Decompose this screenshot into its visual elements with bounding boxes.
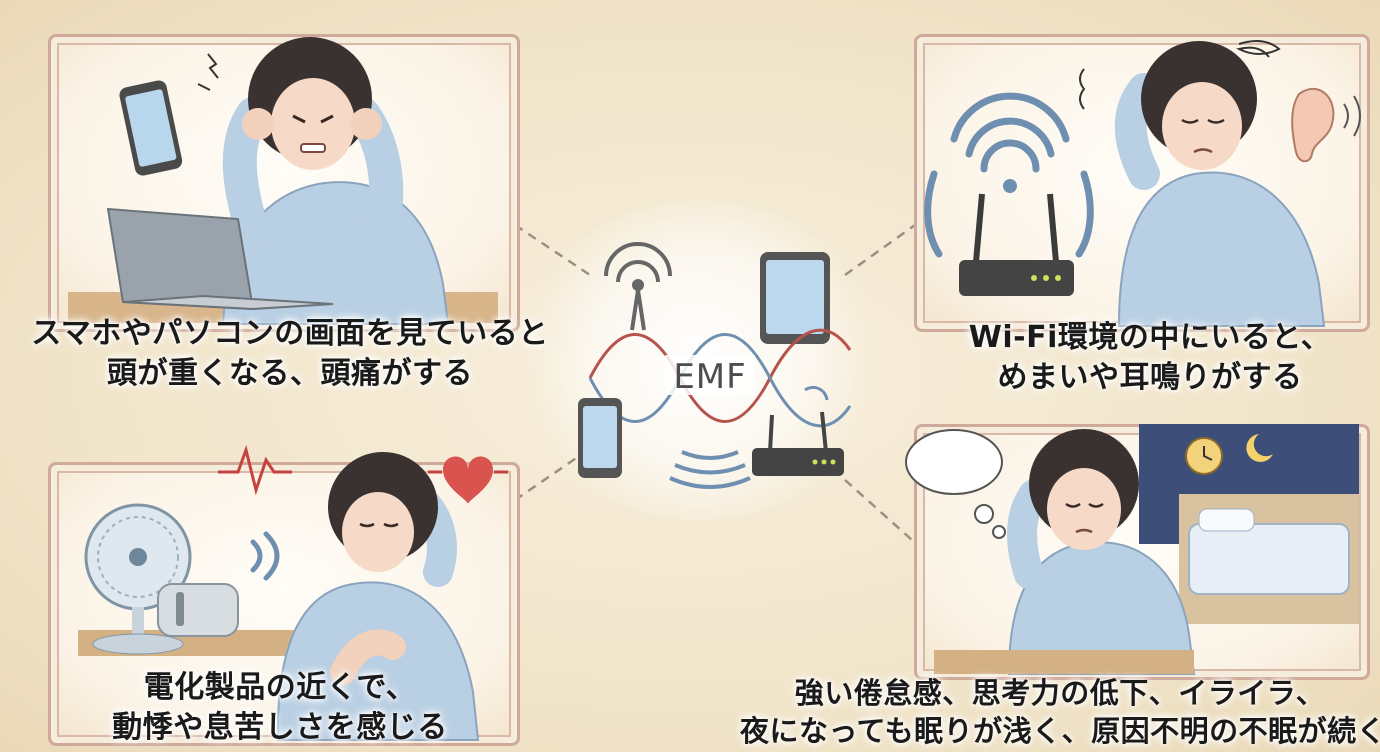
sweater xyxy=(1117,171,1326,327)
caption-bottom-right-line1: 強い倦怠感、思考力の低下、イライラ、 xyxy=(794,676,1326,710)
electric-fan-icon xyxy=(84,503,192,655)
face xyxy=(1162,82,1242,170)
dizzy-swirl-icon xyxy=(1236,39,1281,58)
tablet-icon xyxy=(760,252,830,344)
wave-red xyxy=(588,328,852,423)
router-icon xyxy=(959,193,1074,296)
sweater xyxy=(276,581,480,741)
toaster-icon xyxy=(157,583,239,637)
smartphone-icon xyxy=(578,398,622,478)
panel-bottom-left-illustration xyxy=(78,444,508,741)
antenna-tower-icon xyxy=(604,242,672,331)
caption-top-right: Wi-Fi環境の中にいると、 めまいや耳鳴りがする xyxy=(950,318,1350,398)
heart-icon xyxy=(428,456,508,504)
signal-waves-icon xyxy=(669,450,751,489)
caption-bottom-left-line2: 動悸や息苦しさを感じる xyxy=(112,710,448,745)
thought-bubble-icon xyxy=(905,429,1006,539)
ear-icon xyxy=(1291,87,1361,163)
face xyxy=(1047,468,1121,550)
wifi-waves-icon xyxy=(924,92,1094,258)
caption-bottom-right-line2: 夜になっても眠りが浅く、原因不明の不眠が続く xyxy=(740,714,1380,748)
panel-bottom-right-illustration xyxy=(905,424,1359,675)
caption-bottom-right: 強い倦怠感、思考力の低下、イライラ、 夜になっても眠りが浅く、原因不明の不眠が続… xyxy=(740,674,1380,750)
caption-top-left: スマホやパソコンの画面を見ていると 頭が重くなる、頭痛がする xyxy=(10,314,570,394)
smartphone-icon xyxy=(119,80,183,176)
caption-bottom-left-line1: 電化製品の近くで、 xyxy=(143,670,417,705)
wave-blue xyxy=(588,333,852,428)
caption-top-left-line1: スマホやパソコンの画面を見ていると xyxy=(31,316,549,351)
alarm-clock-icon xyxy=(1185,437,1223,475)
connector-top-right xyxy=(844,223,916,277)
emf-center-illustration: EMF xyxy=(578,242,852,489)
face xyxy=(342,492,414,572)
moon-icon xyxy=(1246,434,1273,462)
panel-top-right-illustration xyxy=(924,39,1361,327)
caption-top-left-line2: 頭が重くなる、頭痛がする xyxy=(107,356,473,391)
face xyxy=(271,78,355,170)
router-icon xyxy=(752,385,844,476)
heartbeat-line-icon xyxy=(218,444,292,496)
panel-top-left-illustration xyxy=(68,37,498,325)
emf-label: EMF xyxy=(673,357,746,397)
caption-bottom-left: 電化製品の近くで、 動悸や息苦しさを感じる xyxy=(80,668,480,748)
caption-top-right-line2: めまいや耳鳴りがする xyxy=(997,360,1303,395)
bed-icon xyxy=(1179,494,1359,624)
caption-top-right-line1: Wi-Fi環境の中にいると、 xyxy=(968,320,1332,355)
laptop-icon xyxy=(106,207,334,311)
